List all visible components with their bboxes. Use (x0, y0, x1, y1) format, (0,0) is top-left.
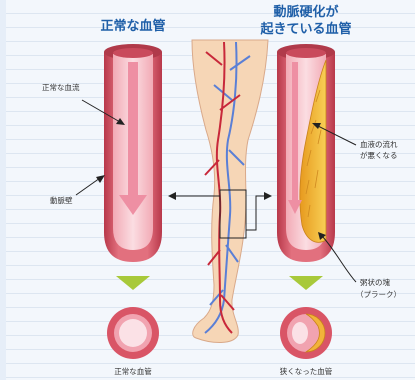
normal-lumen-top (113, 48, 153, 58)
label-poor-flow-line2: が悪くなる (360, 151, 398, 160)
label-artery-wall: 動脈壁 (50, 196, 73, 205)
normal-vessel-tube (104, 44, 162, 262)
label-normal-flow: 正常な血流 (42, 83, 80, 92)
label-plaque-line1: 粥状の塊 (360, 278, 390, 287)
sclerosis-vessel-tube (277, 44, 335, 262)
label-plaque-line2: （プラーク） (356, 290, 401, 299)
normal-cross-section (107, 307, 159, 359)
narrowed-cross-lumen (292, 322, 308, 344)
normal-cross-lumen (119, 319, 147, 347)
narrowed-cross-section (280, 307, 332, 359)
heading-sclerosis-line1: 動脈硬化が (256, 5, 356, 21)
left-border (0, 0, 6, 380)
sclerosis-lumen-top (286, 48, 326, 58)
heading-normal-vessel: 正常な血管 (88, 19, 178, 35)
label-poor-flow-line1: 血液の流れ (360, 140, 398, 149)
caption-normal-vessel: 正常な血管 (98, 367, 168, 376)
heading-sclerosis-line2: 起きている血管 (256, 22, 356, 38)
caption-narrowed-vessel: 狭くなった血管 (266, 367, 346, 376)
